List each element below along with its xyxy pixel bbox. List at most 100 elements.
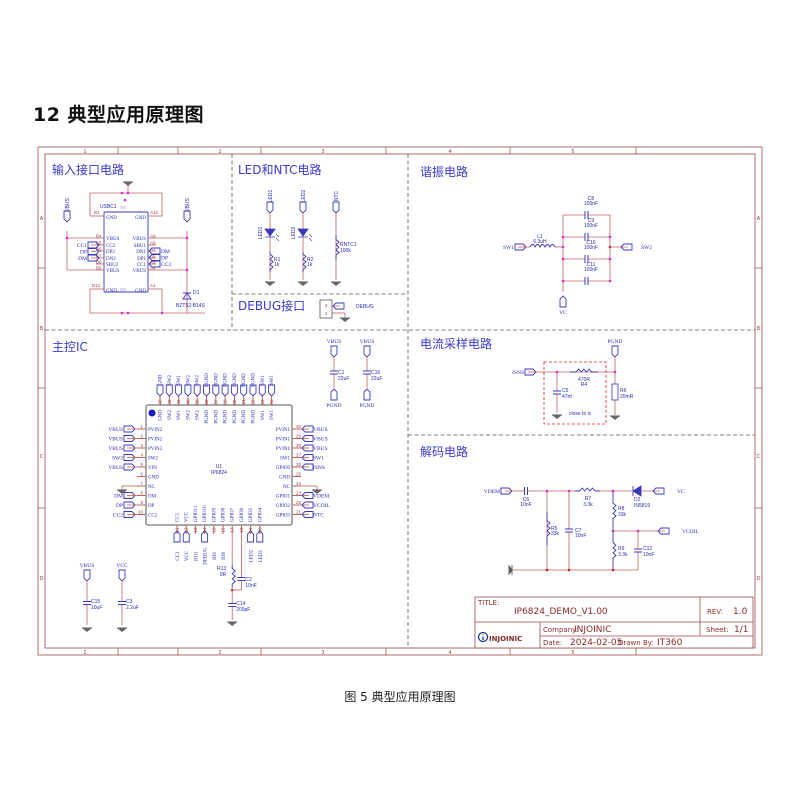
ground-icon bbox=[508, 564, 513, 576]
ground-triangle bbox=[123, 182, 133, 186]
junction-dot bbox=[545, 568, 549, 572]
port-shape bbox=[524, 368, 537, 376]
ground-triangle bbox=[82, 628, 92, 632]
section-title-mcu: 主控IC bbox=[52, 340, 88, 354]
port-shape bbox=[266, 201, 274, 214]
ic-pin-num: 17 bbox=[230, 527, 235, 533]
resistor-ref: R4 bbox=[581, 382, 588, 388]
net-label: DP bbox=[161, 256, 168, 262]
ic-pin-num: 42 bbox=[167, 399, 172, 405]
resistor-zigzag bbox=[575, 487, 600, 492]
ic-pin-name: GPIO6 bbox=[240, 507, 245, 522]
net-port-vcc bbox=[118, 569, 126, 582]
net-label: NTC bbox=[334, 190, 340, 201]
ic-pin-name: SW2 bbox=[148, 457, 159, 462]
tb-drawn-label: Drawn By: bbox=[618, 639, 654, 647]
column-label: 5 bbox=[571, 650, 574, 656]
resonant-circuit: SW1L16.3uHC8100nFC9100nFC10100nFC11100nF… bbox=[503, 196, 652, 316]
capacitor bbox=[83, 581, 91, 625]
capacitor-value: 10nF bbox=[520, 502, 531, 508]
capacitor-ref: C10 bbox=[586, 240, 595, 246]
ic-pin-name: GPIO1 bbox=[276, 495, 291, 500]
resistor-value: 3.3k bbox=[583, 502, 593, 508]
resistor-ref: R1 bbox=[274, 257, 281, 263]
junction-dot bbox=[185, 236, 189, 240]
resistor-zigzag bbox=[302, 252, 307, 272]
net-port-isns: ISNS bbox=[512, 368, 537, 376]
capacitor-value: 10nF bbox=[575, 533, 586, 539]
ground-triangle bbox=[117, 490, 127, 494]
vbus-port-right bbox=[183, 210, 191, 223]
outer-border bbox=[37, 146, 763, 656]
net-label: DEBUG bbox=[356, 304, 374, 310]
capacitor-ref: C14 bbox=[236, 601, 245, 607]
main-ic: U1IP68241PVIN2VBUS2PVIN2VBUS3PVIN2VBUS4S… bbox=[80, 339, 382, 632]
diode-value: BZT52-B14S bbox=[176, 303, 206, 309]
port-shape bbox=[332, 302, 345, 310]
port-shape bbox=[203, 384, 210, 397]
port-shape bbox=[332, 201, 340, 214]
port-shape bbox=[148, 254, 161, 261]
ground-triangle bbox=[340, 318, 350, 322]
net-port-sw2 bbox=[620, 243, 633, 251]
port-shape bbox=[184, 384, 192, 397]
ic-pin-num: 5 bbox=[140, 462, 143, 467]
capacitor bbox=[634, 531, 642, 570]
net-label: VDEM bbox=[484, 489, 500, 495]
usb-left-pin: VBUS bbox=[106, 237, 120, 242]
net-label: CC1 bbox=[176, 551, 181, 561]
ic-pin-num: 35 bbox=[232, 399, 237, 405]
ground-icon bbox=[265, 281, 275, 286]
capacitor-ref: C8 bbox=[588, 196, 595, 202]
ground-icon bbox=[610, 415, 620, 420]
port-shape bbox=[363, 388, 371, 401]
net-port-vbus: VBUS bbox=[108, 435, 136, 443]
diode-ref: D2 bbox=[634, 497, 641, 503]
port-shape bbox=[301, 492, 314, 499]
ic-pin-num: 2 bbox=[140, 434, 143, 439]
usb-pinnum: A6 bbox=[150, 254, 156, 259]
net-label: VBUS bbox=[108, 427, 123, 433]
resistor-value: 33k bbox=[551, 531, 560, 537]
net-port-pgnd bbox=[249, 384, 257, 397]
ic-pin-num: 41 bbox=[176, 399, 181, 405]
net-label: VBUS bbox=[313, 446, 328, 452]
close-to-ic-box bbox=[543, 361, 607, 425]
net-port-vbus: VBUS bbox=[108, 463, 136, 471]
resistor-ref: R7 bbox=[585, 496, 592, 502]
usb-right-pin: SBU1 bbox=[134, 244, 147, 249]
usb-pinnum: B12 bbox=[92, 283, 101, 288]
net-port-cc1 bbox=[173, 530, 181, 543]
ic-pin-name: GPIO3 bbox=[276, 514, 291, 519]
net-label: SW2 bbox=[112, 456, 123, 462]
net-label: SW1 bbox=[503, 245, 514, 251]
capacitor-value: 22uF bbox=[371, 376, 382, 382]
ic-pin-num: 8 bbox=[140, 491, 143, 496]
usb-pinnum: A1 bbox=[150, 283, 156, 288]
net-port-vc bbox=[652, 487, 665, 495]
net-port-led2 bbox=[299, 201, 307, 214]
usb-pinnum: B6 bbox=[96, 247, 102, 252]
net-port-vcoil bbox=[657, 527, 670, 535]
usb-pin: GND bbox=[106, 289, 117, 294]
net-label: SW2 bbox=[196, 375, 201, 386]
resistor-value: 1k bbox=[274, 262, 280, 268]
usb-right-pin: VBUS bbox=[133, 269, 147, 274]
net-port-dm: DM bbox=[114, 492, 136, 500]
ic-pin-name: GPIO0 bbox=[276, 466, 291, 471]
net-label: PGND bbox=[242, 373, 247, 387]
port-shape bbox=[559, 295, 567, 308]
tb-rev: 1.0 bbox=[733, 607, 748, 617]
port-shape bbox=[123, 492, 136, 499]
usb-left-pin: DN2 bbox=[106, 257, 116, 262]
ic-pin-name: GPIO9 bbox=[212, 507, 217, 522]
net-label: CC2 bbox=[161, 262, 171, 268]
ic-pin-num: 20 bbox=[257, 527, 262, 533]
usbc-marker: ○○ bbox=[120, 205, 126, 211]
ic-pin-num: 40 bbox=[185, 399, 190, 405]
ic-pin-name: GPIO2 bbox=[276, 504, 291, 509]
debug-connector bbox=[319, 299, 333, 319]
net-port-cc2: CC2 bbox=[148, 260, 171, 268]
capacitor-ref: C1 bbox=[338, 370, 345, 376]
